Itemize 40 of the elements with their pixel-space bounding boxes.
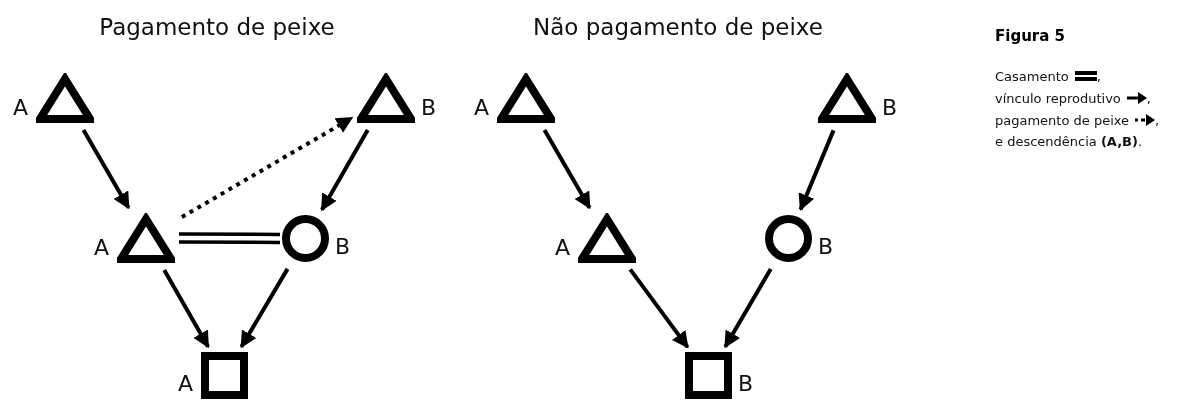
- legend-text: vínculo reprodutivo: [995, 90, 1121, 106]
- arrow: [81, 128, 131, 210]
- node-letter: B: [335, 236, 351, 258]
- node-letter: A: [473, 97, 489, 119]
- box-symbol: [201, 352, 248, 399]
- triangle-symbol: [818, 73, 876, 123]
- node-letter: A: [12, 97, 28, 119]
- node-letter: A: [554, 237, 570, 259]
- arrow: [162, 268, 210, 349]
- arrow: [723, 267, 773, 349]
- double-line: [177, 232, 282, 245]
- figure-title: Figura 5: [995, 27, 1065, 45]
- arrow: [239, 267, 290, 349]
- node-letter: B: [421, 97, 437, 119]
- circle-symbol: [282, 215, 329, 262]
- legend-text: e descendência (A,B).: [995, 133, 1144, 151]
- panel-title: Pagamento de peixe: [99, 14, 335, 40]
- arrow: [180, 116, 354, 219]
- arrow: [542, 128, 592, 210]
- arrow: [320, 128, 370, 212]
- triangle-symbol: [578, 213, 636, 263]
- triangle-symbol: [36, 73, 94, 123]
- node-letter: B: [882, 97, 898, 119]
- comma: ,: [1146, 90, 1151, 106]
- node-letter: B: [738, 373, 754, 395]
- arrow: [628, 268, 690, 349]
- circle-symbol: [765, 215, 812, 262]
- node-letter: A: [93, 237, 109, 259]
- triangle-symbol: [117, 213, 175, 263]
- triangle-symbol: [497, 73, 555, 123]
- arrow: [798, 129, 836, 211]
- legend-text: pagamento de peixe: [995, 112, 1130, 128]
- triangle-symbol: [357, 73, 415, 123]
- legend-text: Casamento: [995, 68, 1069, 84]
- node-letter: A: [177, 373, 193, 395]
- panel-title: Não pagamento de peixe: [533, 14, 823, 40]
- comma: ,: [1096, 68, 1101, 84]
- node-letter: B: [818, 236, 834, 258]
- comma: ,: [1155, 112, 1160, 128]
- box-symbol: [685, 352, 732, 399]
